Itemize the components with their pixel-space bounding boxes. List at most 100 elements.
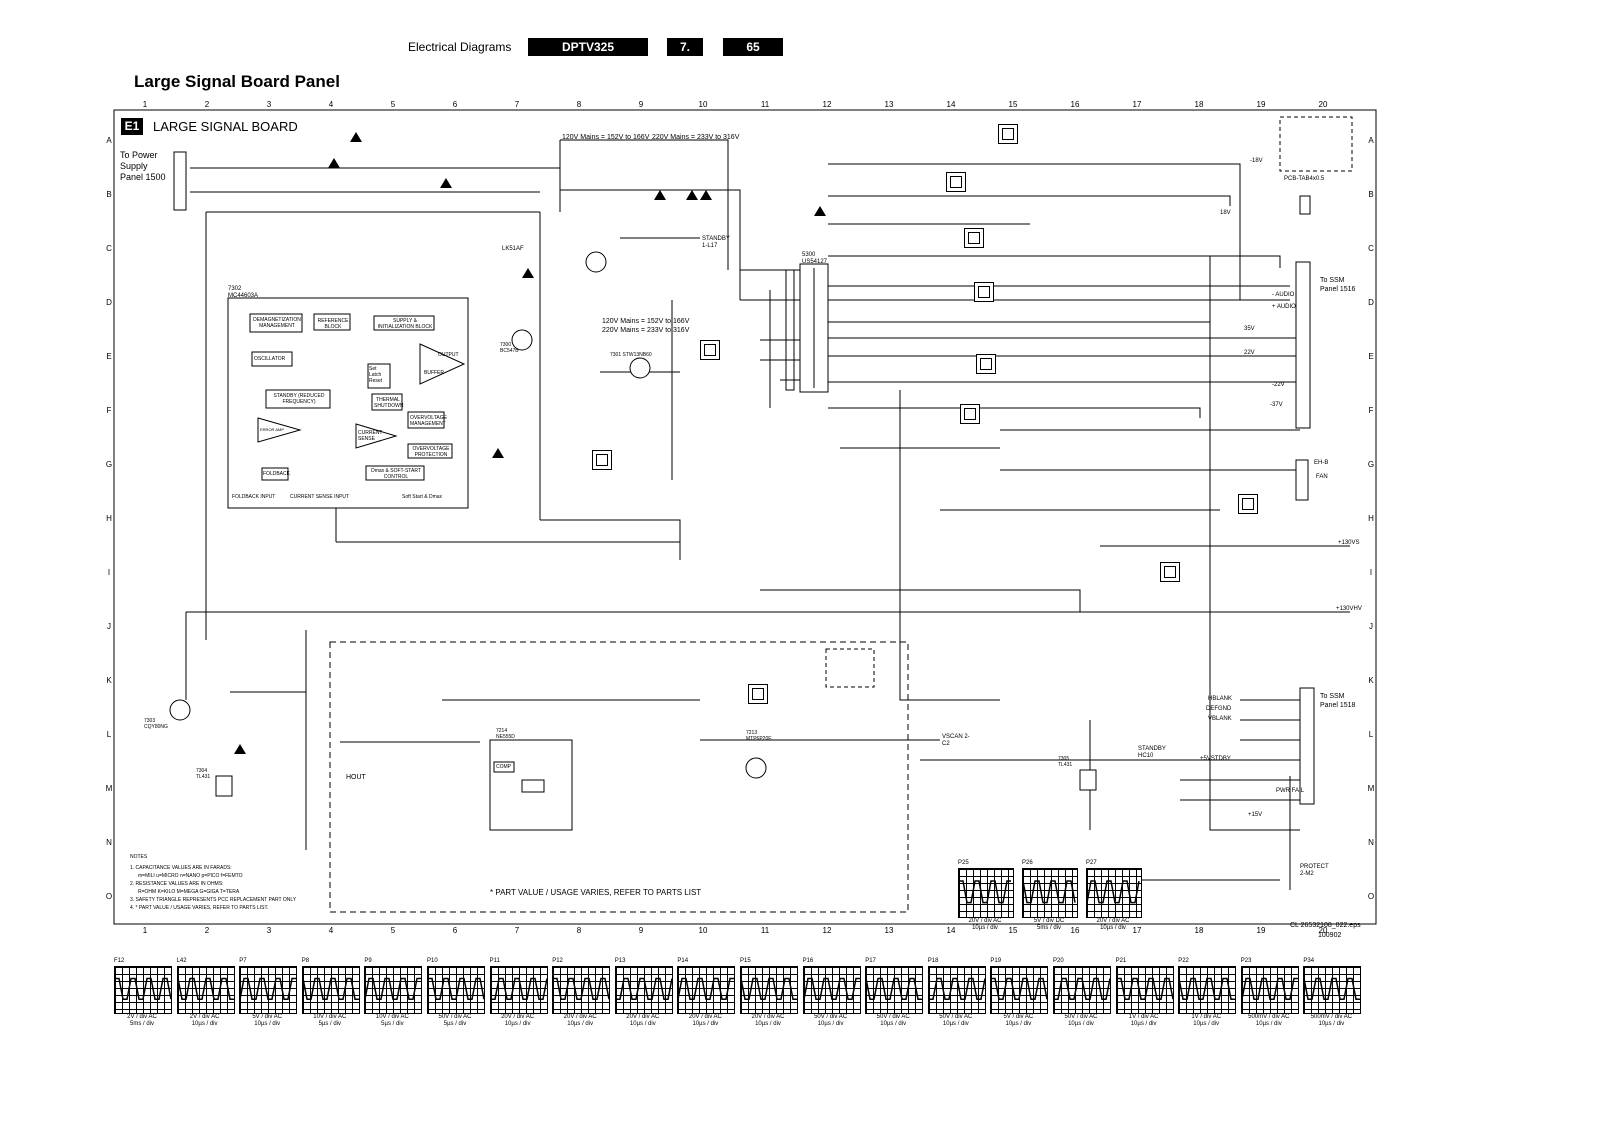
header-chapter: 7. xyxy=(667,38,703,56)
connector-1500 xyxy=(173,151,187,211)
signal-pwr-fail: PWR FAIL xyxy=(1276,788,1305,794)
dashed-region-small xyxy=(825,648,875,688)
scope-name: P18 xyxy=(927,958,939,964)
row-c-right: C xyxy=(1368,244,1374,253)
col-19: 19 xyxy=(1256,100,1266,109)
scope-screen xyxy=(239,966,298,1014)
block-overvoltage: OVERVOLTAGE MANAGEMENT xyxy=(410,415,447,427)
connector-1518 xyxy=(1299,687,1315,805)
scope-screen xyxy=(552,966,611,1014)
scope-scale: 20V / div AC xyxy=(501,1014,535,1020)
block-refblock: REFERENCE BLOCK xyxy=(317,318,349,330)
col-5-bottom: 5 xyxy=(390,926,396,935)
scope-timebase: 5µs / div xyxy=(381,1021,404,1027)
scope-scale: 50V / div AC xyxy=(1064,1014,1098,1020)
scope-scale: 20V / div AC xyxy=(1096,918,1130,924)
signal-vblank: VBLANK xyxy=(1208,716,1232,722)
block-dmax: Dmax & SOFT-START CONTROL xyxy=(371,468,421,480)
scope-name: P7 xyxy=(239,958,247,964)
note-2b: R=OHM K=KILO M=MEGA G=GIGA T=TERA xyxy=(138,889,240,895)
col-11: 11 xyxy=(760,100,770,109)
col-4-bottom: 4 xyxy=(328,926,334,935)
scope-name: P23 xyxy=(1240,958,1252,964)
col-7: 7 xyxy=(514,100,520,109)
scope-waveform xyxy=(741,977,797,1000)
col-1-bottom: 1 xyxy=(142,926,148,935)
ic-ne555-label: 7214 NE555D xyxy=(496,728,515,740)
block-oscillator: OSCILLATOR xyxy=(254,356,286,362)
scope-waveform xyxy=(959,880,1011,904)
scope-scale: 1V / div AC xyxy=(1191,1014,1222,1020)
row-g-right: G xyxy=(1367,460,1375,469)
col-15: 15 xyxy=(1008,100,1018,109)
scope-name: P27 xyxy=(1086,860,1097,866)
scope-scale: 10V / div AC xyxy=(313,1014,347,1020)
scope-name: P21 xyxy=(1115,958,1127,964)
block-foldback-input: FOLDBACK INPUT xyxy=(232,494,276,500)
row-g-left: G xyxy=(105,460,113,469)
label-ssm-1518: To SSM Panel 1518 xyxy=(1320,693,1356,709)
scope-screen xyxy=(301,966,360,1014)
col-7-bottom: 7 xyxy=(514,926,520,935)
scope-name: P26 xyxy=(1022,860,1033,866)
scope-screen xyxy=(1022,868,1078,918)
heatsink-icon xyxy=(1160,562,1180,582)
scope-waveform xyxy=(1304,977,1361,1000)
scope-screen xyxy=(865,966,924,1014)
scope-timebase: 10µs / div xyxy=(191,1021,218,1027)
board-title: LARGE SIGNAL BOARD xyxy=(153,119,298,134)
scope-timebase: 10µs / div xyxy=(880,1021,907,1027)
col-18-bottom: 18 xyxy=(1194,926,1204,935)
page-title: Large Signal Board Panel xyxy=(134,72,340,91)
label-ssm-1516: To SSM Panel 1516 xyxy=(1320,277,1356,293)
scope-scale: 5V / div DC xyxy=(1033,918,1065,924)
scope-waveform xyxy=(1087,880,1140,904)
row-o-right: O xyxy=(1367,892,1375,901)
scope-timebase: 5µs / div xyxy=(443,1021,467,1027)
header-page: 65 xyxy=(723,38,783,56)
scope-waveform xyxy=(302,977,359,1000)
scope-waveform xyxy=(928,977,985,1000)
scope-timebase: 10µs / div xyxy=(1005,1021,1032,1027)
row-b-left: B xyxy=(106,190,112,199)
col-9: 9 xyxy=(638,100,644,109)
scope-screen xyxy=(1086,868,1142,918)
scope-timebase: 10µs / div xyxy=(1255,1021,1282,1027)
scope-screen xyxy=(489,966,548,1014)
signal-minus37v: -37V xyxy=(1270,402,1283,408)
ic-ne555-box xyxy=(489,739,573,831)
scope-name: P20 xyxy=(1053,958,1064,964)
scope-screen xyxy=(364,966,423,1014)
block-thermal: THERMAL SHUTDOWN xyxy=(374,397,404,409)
transistor-7300-label: 7300 BC547B xyxy=(500,342,519,354)
scope-waveform xyxy=(1179,977,1236,1000)
block-supply: SUPPLY & INITIALIZATION BLOCK xyxy=(377,318,433,330)
scope-waveform xyxy=(177,977,234,1000)
col-14-bottom: 14 xyxy=(946,926,956,935)
scope-scale: 10V / div AC xyxy=(375,1014,409,1020)
signal-5vstdby: +5VSTDBY xyxy=(1200,756,1231,762)
scope-scale: 5V / div AC xyxy=(252,1014,283,1020)
row-k-right: K xyxy=(1368,676,1374,685)
scope-timebase: 10µs / div xyxy=(567,1021,594,1027)
row-d-right: D xyxy=(1368,298,1374,307)
scope-timebase: 5ms / div xyxy=(1036,925,1061,931)
connector-1516 xyxy=(1295,261,1311,429)
scope-scale: 50V / div AC xyxy=(876,1014,910,1020)
scope-waveform xyxy=(553,977,610,1000)
ic-7302-label: 7302 MC44603A xyxy=(228,286,259,299)
scope-timebase: 5µs / div xyxy=(318,1021,342,1027)
scope-screen xyxy=(740,966,798,1014)
ic-7304-label: 7304 TL431 xyxy=(196,768,211,780)
col-8-bottom: 8 xyxy=(576,926,582,935)
col-3-bottom: 3 xyxy=(266,926,272,935)
scope-scale: 500mV / div AC xyxy=(1248,1014,1290,1020)
scope-screen xyxy=(427,966,485,1014)
